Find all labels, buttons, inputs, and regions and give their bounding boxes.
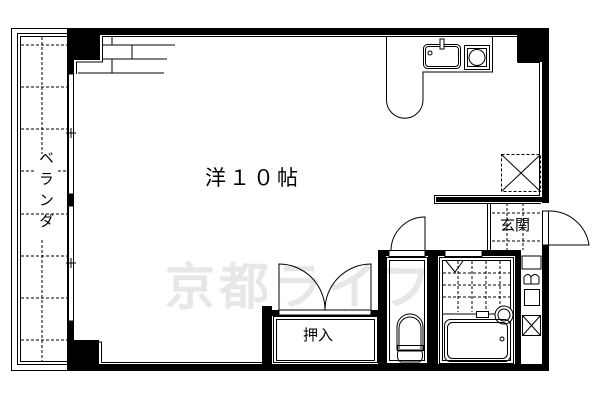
room-door	[390, 216, 426, 256]
bathtub-icon	[444, 319, 511, 362]
main-room-label: 洋１０帖	[205, 166, 301, 190]
front-door-swing	[548, 210, 590, 246]
fridge-space-icon	[501, 154, 541, 192]
toilet-room	[386, 250, 428, 364]
watermark: 京都ライフ	[165, 258, 435, 316]
toilet-icon	[396, 313, 424, 351]
entrance	[487, 203, 590, 250]
closet-label: 押入	[303, 326, 334, 344]
bathroom	[439, 250, 514, 364]
balcony-label: ベランダ	[37, 150, 55, 234]
kitchen	[386, 36, 541, 192]
closet-doors	[273, 263, 378, 363]
entrance-label: 玄関	[500, 216, 531, 234]
stove-icon	[464, 45, 490, 70]
utility-column	[521, 255, 542, 336]
interior-lines	[66, 36, 541, 371]
